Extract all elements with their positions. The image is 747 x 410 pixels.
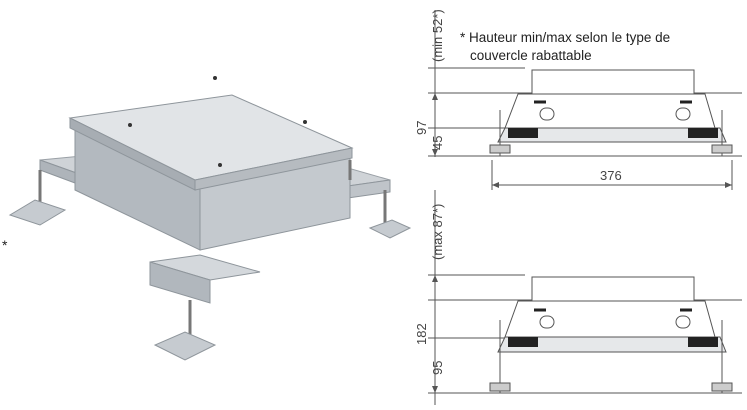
front-bracket-side (149, 261, 211, 304)
top-lid (531, 69, 695, 95)
leg-left (8, 170, 67, 226)
bottom-max-height-label: (max 87*) (430, 204, 445, 260)
lid-screw (128, 123, 132, 127)
top-base-height-label: 45 (430, 136, 445, 150)
top-total-height-label: 97 (414, 121, 429, 135)
lid-screw (218, 163, 222, 167)
lid-screw (213, 76, 217, 80)
top-technical-drawing (428, 10, 742, 190)
leg-right (368, 190, 412, 239)
product-photo (8, 76, 412, 361)
bottom-body (504, 300, 716, 338)
top-body (504, 93, 716, 129)
top-width-label: 376 (600, 168, 622, 183)
bottom-total-height-label: 182 (414, 323, 429, 345)
bottom-lid (531, 276, 695, 302)
side-asterisk: * (2, 237, 8, 253)
note-line-1: * Hauteur min/max selon le type de (460, 30, 670, 45)
bottom-technical-drawing (428, 190, 742, 405)
note-line-2: couvercle rabattable (470, 48, 592, 63)
bottom-base-height-label: 95 (430, 361, 445, 375)
leg-front (153, 300, 217, 361)
lid-edge-right (194, 147, 353, 191)
top-min-height-label: (min 52*) (430, 9, 445, 62)
lid-screw (303, 120, 307, 124)
